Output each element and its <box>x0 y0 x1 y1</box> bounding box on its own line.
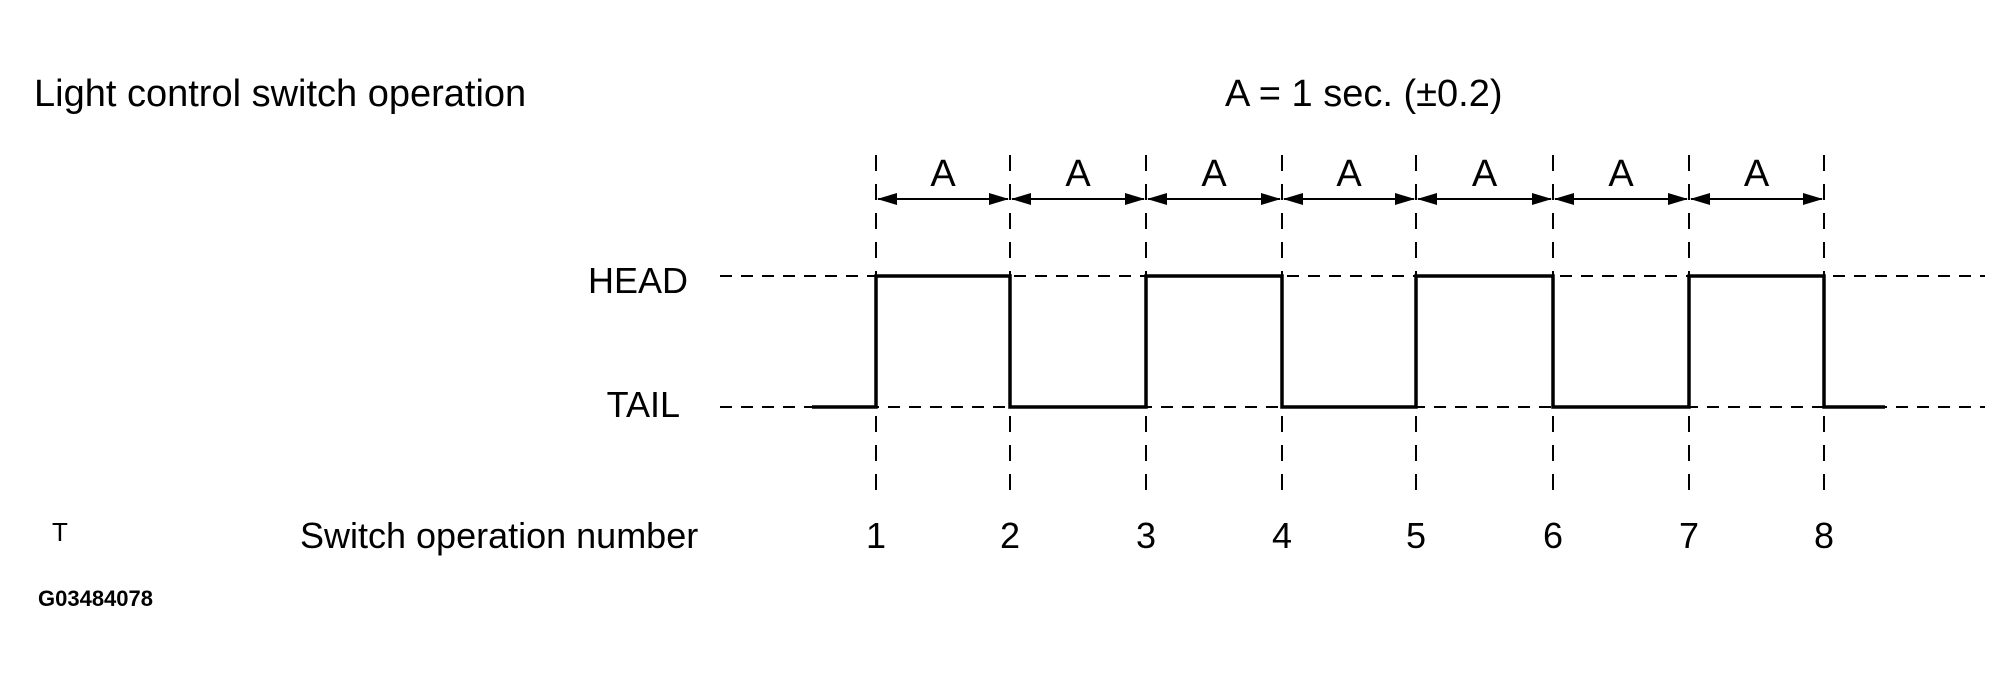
diagram-title: Light control switch operation <box>34 73 526 115</box>
interval-arrow-1 <box>877 193 1009 205</box>
operation-number-5: 5 <box>1406 515 1426 556</box>
arrowhead-left <box>1554 193 1574 205</box>
interval-label-4: A <box>1336 153 1362 195</box>
arrowhead-right <box>1125 193 1145 205</box>
arrowhead-left <box>1147 193 1167 205</box>
interval-arrow-6 <box>1554 193 1688 205</box>
arrowhead-left <box>1417 193 1437 205</box>
interval-label-1: A <box>930 153 956 195</box>
arrowhead-left <box>1011 193 1031 205</box>
interval-arrows <box>877 193 1823 205</box>
interval-arrow-5 <box>1417 193 1552 205</box>
interval-arrow-3 <box>1147 193 1281 205</box>
interval-label-3: A <box>1201 153 1227 195</box>
operation-guide-lines <box>875 155 1825 492</box>
tail-level-label: TAIL <box>607 384 680 425</box>
arrowhead-right <box>1532 193 1552 205</box>
arrowhead-right <box>1803 193 1823 205</box>
interval-arrow-4 <box>1283 193 1415 205</box>
operation-number-2: 2 <box>1000 515 1020 556</box>
operation-number-1: 1 <box>866 515 886 556</box>
arrowhead-right <box>1668 193 1688 205</box>
switch-waveform <box>812 274 1885 409</box>
interval-arrow-7 <box>1690 193 1823 205</box>
arrowhead-left <box>1283 193 1303 205</box>
axis-label: Switch operation number <box>300 515 698 556</box>
operation-number-8: 8 <box>1814 515 1834 556</box>
arrowhead-right <box>1261 193 1281 205</box>
head-level-label: HEAD <box>588 260 688 301</box>
interval-label-2: A <box>1065 153 1091 195</box>
figure-code: G03484078 <box>38 586 153 611</box>
arrowhead-right <box>989 193 1009 205</box>
interval-label-5: A <box>1472 153 1498 195</box>
interval-label-6: A <box>1608 153 1634 195</box>
operation-number-3: 3 <box>1136 515 1156 556</box>
operation-number-7: 7 <box>1679 515 1699 556</box>
interval-label-7: A <box>1744 153 1770 195</box>
operation-number-4: 4 <box>1272 515 1292 556</box>
arrowhead-right <box>1395 193 1415 205</box>
operation-numbers: 1 2 3 4 5 6 7 8 <box>866 515 1834 556</box>
corner-mark: T <box>52 517 68 547</box>
arrowhead-left <box>877 193 897 205</box>
arrowhead-left <box>1690 193 1710 205</box>
interval-formula: A = 1 sec. (±0.2) <box>1225 73 1503 115</box>
interval-arrow-2 <box>1011 193 1145 205</box>
operation-number-6: 6 <box>1543 515 1563 556</box>
